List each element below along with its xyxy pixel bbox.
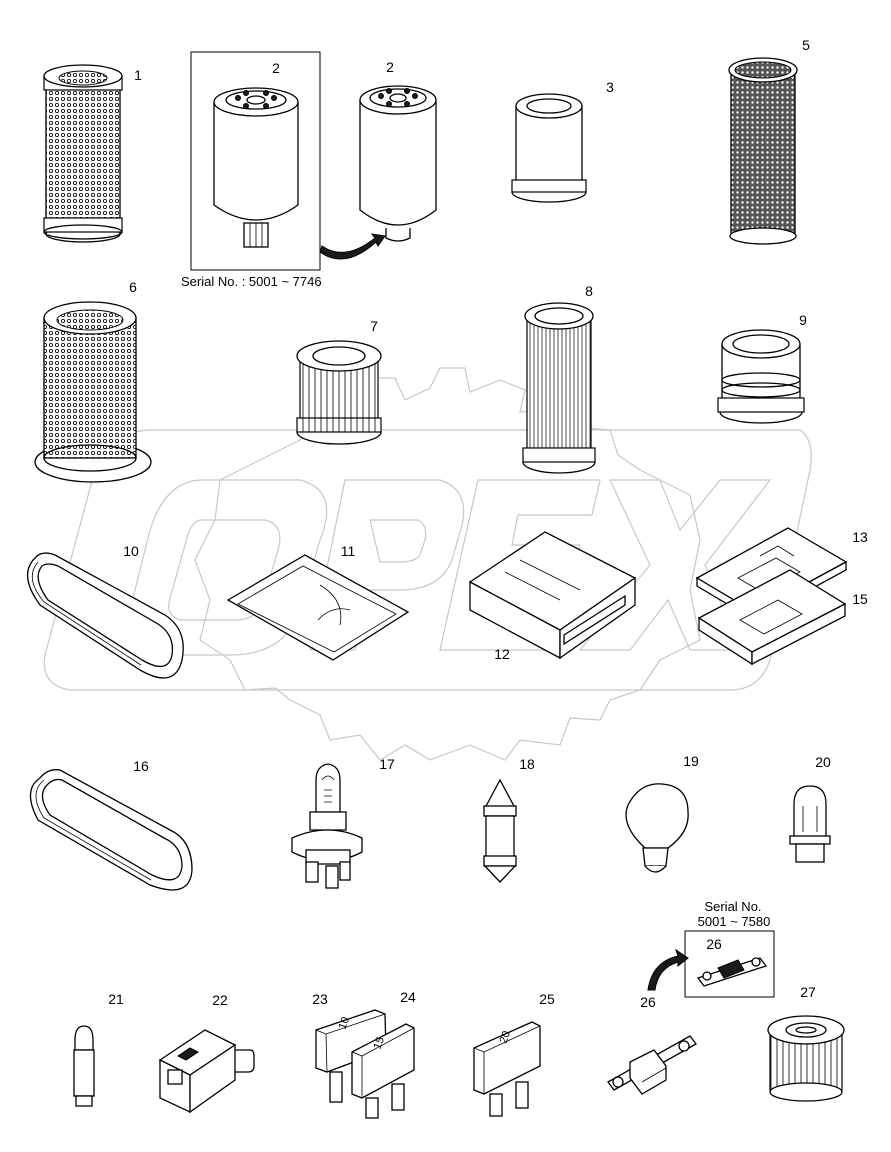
part-8-filter [522, 302, 596, 474]
callout-13: 13 [852, 529, 868, 545]
part-11-sheet [226, 554, 410, 661]
callout-22: 22 [212, 992, 228, 1008]
part-26-fuse-link [607, 1035, 697, 1095]
svg-text:15: 15 [372, 1035, 387, 1051]
serial-note-fuse-link-line1: Serial No. [704, 899, 762, 914]
svg-text:10: 10 [337, 1015, 352, 1031]
part-2-fuel-filter-boxed [190, 51, 321, 271]
callout-10: 10 [123, 543, 139, 559]
svg-text:20: 20 [498, 1029, 513, 1045]
callout-20: 20 [815, 754, 831, 770]
part-12-box [468, 531, 637, 660]
part-27-filter [767, 1015, 845, 1102]
serial-note-fuse-link-line2: 5001 ~ 7580 [697, 914, 771, 929]
callout-12: 12 [494, 646, 510, 662]
part-19-bulb [625, 783, 689, 873]
callout-19: 19 [683, 753, 699, 769]
watermark-logo [43, 367, 812, 761]
callout-7: 7 [370, 318, 378, 334]
part-15-manual [697, 569, 847, 666]
callout-26b: 26 [640, 994, 656, 1010]
part-1-filter [43, 64, 123, 243]
callout-18: 18 [519, 756, 535, 772]
callout-5: 5 [802, 37, 810, 53]
callout-27: 27 [800, 984, 816, 1000]
callout-17: 17 [379, 756, 395, 772]
part-6-air-filter [34, 301, 152, 483]
callout-6: 6 [129, 279, 137, 295]
part-17-halogen-bulb [291, 763, 363, 889]
part-25-fuse: 20 [473, 1021, 541, 1117]
part-7-filter [296, 340, 382, 445]
callout-25: 25 [539, 991, 555, 1007]
callout-8: 8 [585, 283, 593, 299]
part-22-connector [158, 1029, 255, 1114]
part-18-festoon-bulb [483, 778, 517, 883]
serial-note-fuel-filter: Serial No. : 5001 ~ 7746 [181, 274, 322, 289]
callout-24: 24 [400, 989, 416, 1005]
part-10-belt [27, 552, 184, 679]
callout-9: 9 [799, 312, 807, 328]
part-21-small-bulb [73, 1025, 95, 1107]
callout-3: 3 [606, 79, 614, 95]
part-3-filter [511, 93, 587, 203]
part-20-wedge-bulb [789, 785, 831, 863]
callout-16: 16 [133, 758, 149, 774]
part-2-fuel-filter [319, 85, 437, 260]
callout-23: 23 [312, 991, 328, 1007]
part-26-fuse-link-boxed [647, 930, 775, 998]
callout-26a: 26 [706, 936, 722, 952]
part-9-filter [717, 329, 805, 424]
callout-1: 1 [134, 67, 142, 83]
part-24-fuse: 15 [351, 1023, 415, 1119]
callout-2a: 2 [272, 60, 280, 76]
callout-21: 21 [108, 991, 124, 1007]
callout-15: 15 [852, 591, 868, 607]
callout-11: 11 [340, 543, 356, 559]
callout-2b: 2 [386, 59, 394, 75]
part-5-filter [728, 57, 798, 245]
part-16-belt [29, 769, 193, 891]
